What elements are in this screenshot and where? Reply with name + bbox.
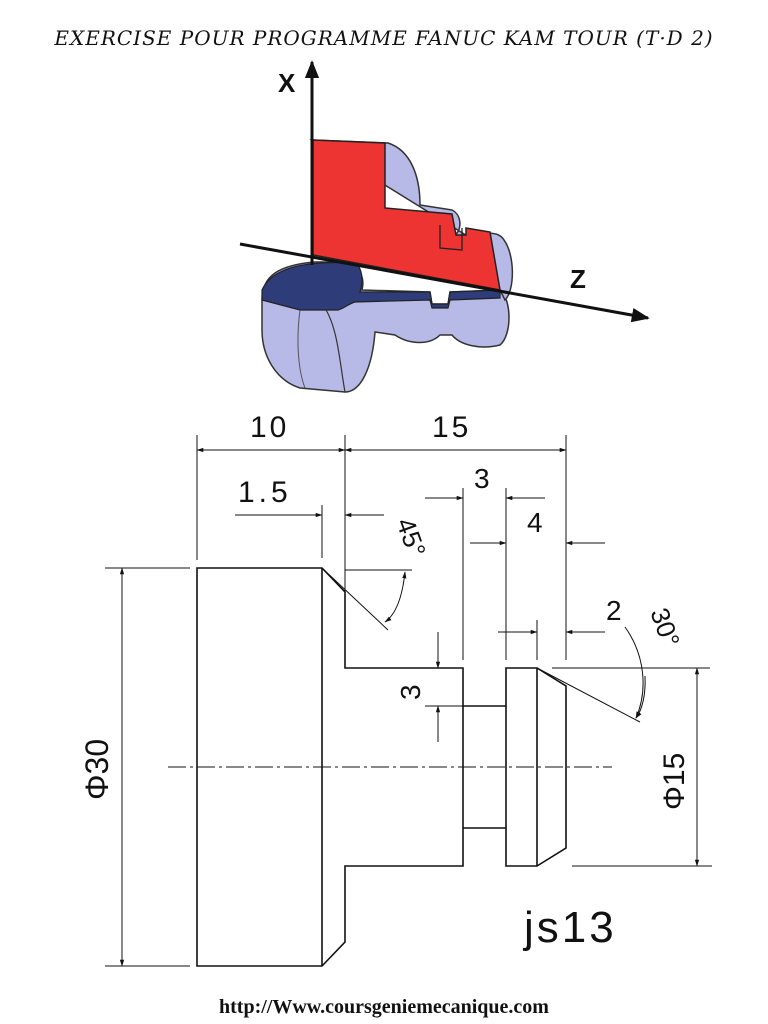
dim-15: 15: [432, 411, 471, 444]
footer-url: http://Www.coursgeniemecanique.com: [219, 996, 549, 1018]
dia-30: Φ30: [79, 739, 115, 800]
part-2d-drawing: [168, 567, 612, 967]
dim-10: 10: [250, 411, 289, 444]
tolerance-label: js13: [522, 903, 617, 952]
angle-45: 45°: [390, 514, 432, 561]
part-outline: [196, 567, 567, 967]
dimension-lines: [105, 435, 712, 967]
dim-4: 4: [527, 507, 543, 538]
dia-15: Φ15: [658, 753, 691, 810]
axis-z-line: [239, 242, 650, 323]
axis-x-label: X: [278, 68, 296, 98]
angle-30: 30°: [644, 604, 686, 651]
dimension-texts: 10 15 1.5 3 4 2 45° 30° 3 Φ30 Φ15 js13: [79, 411, 691, 952]
dim-3-top: 3: [474, 463, 490, 494]
part-lower-section: [261, 261, 501, 311]
part-3d-model: X Z: [239, 60, 650, 393]
dim-2: 2: [606, 595, 622, 626]
axis-z-label: Z: [570, 264, 586, 294]
dim-1-5: 1.5: [238, 476, 292, 509]
page-title: EXERCISE POUR PROGRAMME FANUC KAM TOUR (…: [54, 26, 714, 50]
part-lower-shade2: [297, 309, 306, 389]
dim-3-side: 3: [395, 684, 426, 700]
part-lower-shade: [325, 309, 346, 393]
part-section-groove: [439, 225, 463, 251]
